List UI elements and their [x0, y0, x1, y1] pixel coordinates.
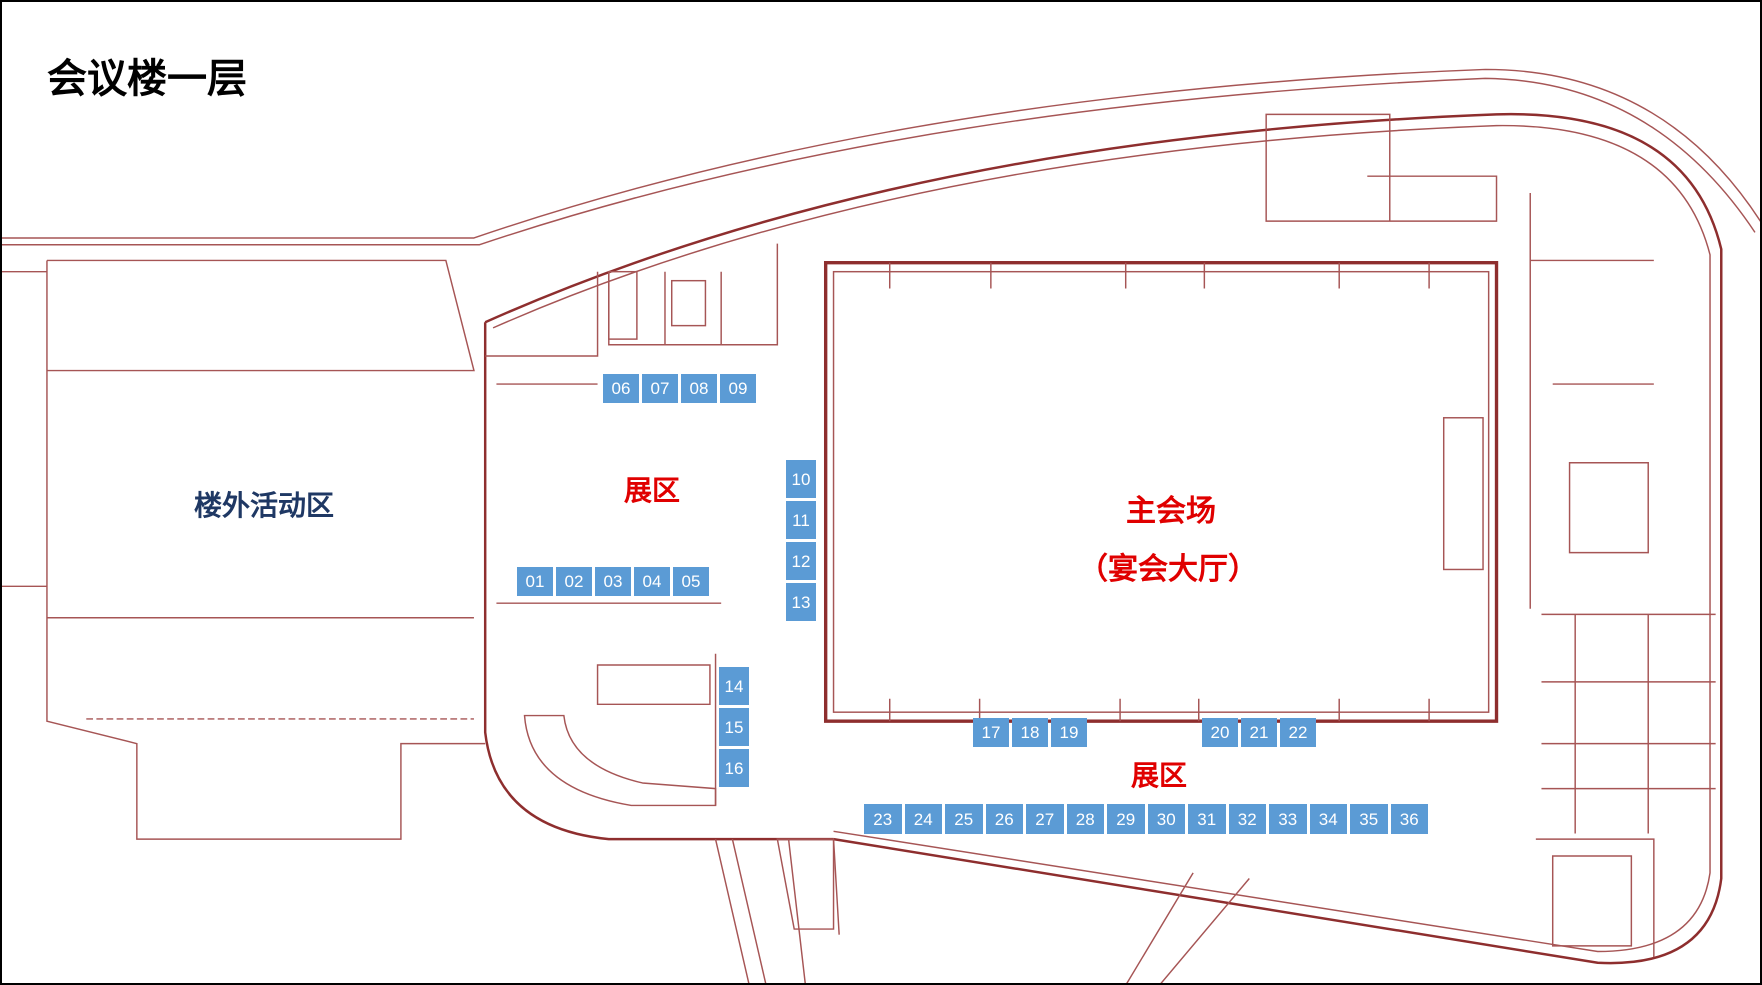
booth[interactable]: 01	[517, 567, 553, 596]
booth[interactable]: 03	[595, 567, 631, 596]
booth[interactable]: 15	[719, 708, 749, 746]
booth-number: 36	[1399, 809, 1419, 829]
booth-group-south: 23 24 25 26 27 28 29 30 31 32 33 34 35 3…	[864, 804, 1428, 834]
booth-number: 19	[1059, 723, 1079, 742]
booth-group-north: 06 07 08 09	[603, 374, 756, 403]
booth[interactable]: 14	[719, 667, 749, 705]
booth[interactable]: 34	[1309, 804, 1347, 834]
booth-group-west: 01 02 03 04 05	[517, 567, 709, 596]
zone-label-main-hall: 主会场	[1126, 494, 1216, 529]
booth[interactable]: 20	[1202, 718, 1238, 747]
booth-number: 05	[681, 572, 701, 591]
booth-group-hall-south-b: 20 21 22	[1202, 718, 1316, 747]
booth-number: 14	[724, 676, 744, 696]
booth-number: 10	[791, 469, 811, 489]
booth-number: 27	[1035, 809, 1055, 829]
zone-label-outdoor: 楼外活动区	[193, 489, 335, 522]
booth-number: 06	[611, 379, 631, 398]
booth-number: 18	[1020, 723, 1040, 742]
booth[interactable]: 23	[864, 804, 902, 834]
booth-group-hall-west: 10 11 12 13	[786, 460, 816, 621]
booth-number: 25	[954, 809, 974, 829]
booth-number: 30	[1156, 809, 1176, 829]
booth-number: 17	[981, 723, 1001, 742]
booth-number: 21	[1249, 723, 1269, 742]
booth-group-hall-south-a: 17 18 19	[973, 718, 1087, 747]
booth[interactable]: 24	[904, 804, 942, 834]
zone-label-exhibit-south: 展区	[1130, 759, 1188, 792]
booth-number: 26	[994, 809, 1014, 829]
booth[interactable]: 21	[1241, 718, 1277, 747]
booth[interactable]: 33	[1269, 804, 1307, 834]
booth[interactable]: 31	[1188, 804, 1226, 834]
booth[interactable]: 28	[1066, 804, 1104, 834]
booth-number: 07	[650, 379, 670, 398]
booth[interactable]: 07	[642, 374, 678, 403]
booth-number: 31	[1197, 809, 1217, 829]
booth[interactable]: 25	[945, 804, 983, 834]
booth[interactable]: 04	[634, 567, 670, 596]
booth[interactable]: 05	[673, 567, 709, 596]
booth[interactable]: 18	[1012, 718, 1048, 747]
booth-number: 02	[564, 572, 584, 591]
booth[interactable]: 32	[1228, 804, 1266, 834]
booth[interactable]: 13	[786, 583, 816, 621]
booth-number: 28	[1075, 809, 1095, 829]
booth-number: 13	[791, 592, 811, 612]
booth[interactable]: 06	[603, 374, 639, 403]
booth-group-stair: 14 15 16	[719, 667, 749, 787]
booth-number: 01	[525, 572, 545, 591]
booth[interactable]: 22	[1280, 718, 1316, 747]
booth[interactable]: 17	[973, 718, 1009, 747]
zone-label-exhibit-west: 展区	[623, 474, 681, 507]
booth-number: 03	[603, 572, 623, 591]
booth[interactable]: 36	[1390, 804, 1428, 834]
booth[interactable]: 30	[1147, 804, 1185, 834]
booth-number: 15	[724, 717, 744, 737]
booth[interactable]: 10	[786, 460, 816, 498]
zone-label-main-hall-sub: （宴会大厅）	[1078, 552, 1258, 587]
booth[interactable]: 19	[1051, 718, 1087, 747]
booth[interactable]: 35	[1350, 804, 1388, 834]
booth[interactable]: 29	[1107, 804, 1145, 834]
booth-number: 09	[728, 379, 748, 398]
page-title: 会议楼一层	[47, 56, 247, 102]
booth-number: 35	[1359, 809, 1379, 829]
booth[interactable]: 11	[786, 501, 816, 539]
booth-number: 20	[1210, 723, 1230, 742]
booth[interactable]: 16	[719, 749, 749, 787]
booth[interactable]: 08	[681, 374, 717, 403]
booth[interactable]: 12	[786, 542, 816, 580]
booth-number: 32	[1237, 809, 1257, 829]
booth-number: 33	[1278, 809, 1298, 829]
booth-number: 08	[689, 379, 709, 398]
booth-number: 29	[1116, 809, 1136, 829]
booth-number: 24	[913, 809, 933, 829]
booth[interactable]: 27	[1026, 804, 1064, 834]
booth-number: 22	[1288, 723, 1308, 742]
booth[interactable]: 09	[720, 374, 756, 403]
booth-number: 16	[724, 758, 744, 778]
booth-number: 12	[791, 551, 811, 571]
booth-number: 34	[1318, 809, 1338, 829]
booth-number: 23	[873, 809, 893, 829]
booth[interactable]: 26	[985, 804, 1023, 834]
booth[interactable]: 02	[556, 567, 592, 596]
booth-number: 04	[642, 572, 662, 591]
booth-number: 11	[792, 510, 810, 530]
